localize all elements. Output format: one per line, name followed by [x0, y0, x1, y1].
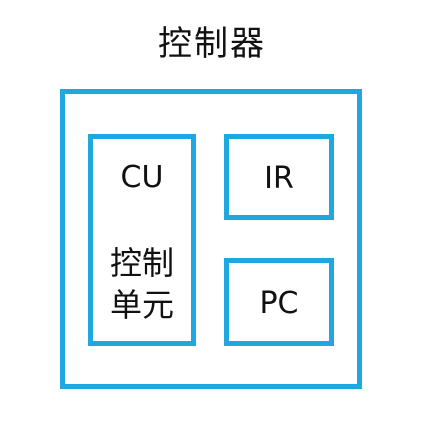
ir-box [224, 134, 334, 220]
cu-label: CU [120, 160, 164, 195]
pc-label: PC [259, 286, 299, 321]
cu-box [88, 134, 196, 346]
controller-box [60, 89, 362, 389]
diagram-title: 控制器 [158, 24, 266, 64]
cu-description: 控制 单元 [88, 242, 196, 326]
ir-label: IR [264, 161, 294, 196]
cu-description-line-2: 单元 [109, 286, 174, 324]
cu-description-line-1: 控制 [109, 244, 174, 282]
pc-box [224, 258, 334, 346]
